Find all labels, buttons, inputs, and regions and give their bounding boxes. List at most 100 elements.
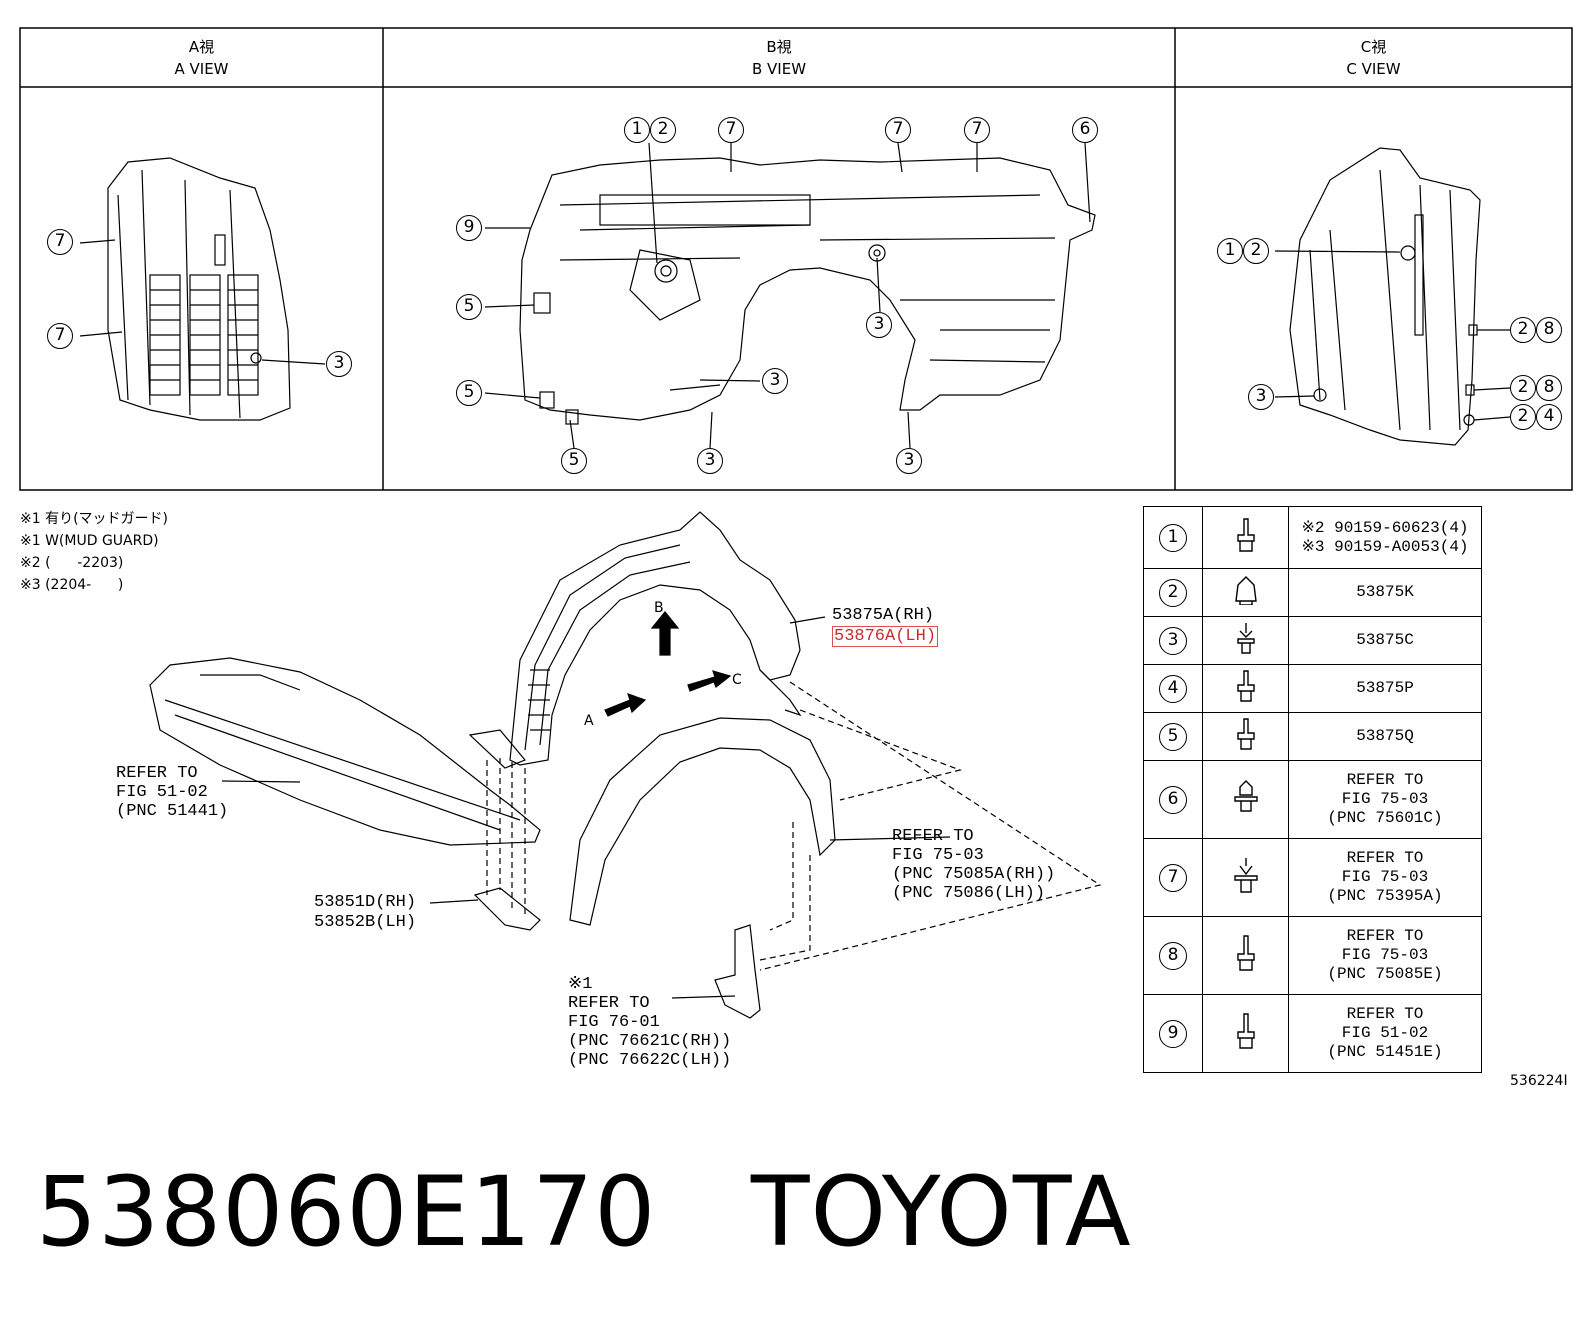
note-line: ※3 (2204- )	[20, 577, 124, 593]
legend-number: 2	[1159, 578, 1187, 607]
a-view-heading: A視 A VIEW	[20, 36, 383, 80]
b-view-en: B VIEW	[751, 60, 807, 78]
under-cover	[149, 657, 541, 846]
b-view-callout: 3	[896, 448, 922, 474]
legend-row: 5 53875Q	[1143, 712, 1482, 761]
note-line: ※1 有り(マッドガード)	[20, 511, 169, 527]
legend-text: REFER TO FIG 75-03 (PNC 75085E)	[1288, 916, 1482, 995]
legend-row: 2 53875K	[1143, 568, 1482, 617]
brand-name: TOYOTA	[750, 1156, 1132, 1268]
c-view-callout: 8	[1536, 375, 1562, 401]
b-view-callout: 3	[762, 368, 788, 394]
c-view-callout: 2	[1510, 375, 1536, 401]
clip-icon	[1236, 623, 1255, 654]
a-view-jp: A視	[188, 38, 215, 56]
c-view-jp: C視	[1360, 38, 1387, 56]
screw-icon	[1236, 670, 1255, 702]
b-view-jp: B視	[766, 38, 792, 56]
c-view-heading: C視 C VIEW	[1175, 36, 1572, 80]
b-view-callout: 7	[718, 117, 744, 143]
b-view-callout: 5	[456, 380, 482, 406]
seal-rh-label: 53851D(RH)	[314, 893, 417, 912]
c-view-callout: 2	[1243, 238, 1269, 264]
c-view-callout: 8	[1536, 317, 1562, 343]
liner-lh-label: 53876A(LH)	[832, 626, 939, 647]
c-view-callout: 3	[1248, 384, 1274, 410]
arrow-b-label: B	[654, 600, 664, 616]
legend-row: 8 REFER TO FIG 75-03 (PNC 75085E)	[1143, 916, 1482, 995]
b-view-callout: 2	[650, 117, 676, 143]
legend-number: 1	[1159, 523, 1187, 552]
b-view-drawing	[484, 142, 1096, 449]
b-view-callout: 3	[697, 448, 723, 474]
refer-51-02-label: REFER TO FIG 51-02 (PNC 51441)	[116, 764, 229, 821]
b-view-callout: 3	[866, 312, 892, 338]
c-view-callout: 1	[1217, 238, 1243, 264]
a-view-en: A VIEW	[174, 60, 229, 78]
legend-row: 3 53875C	[1143, 616, 1482, 665]
notes: ※1 有り(マッドガード) ※1 W(MUD GUARD) ※2 ( -2203…	[20, 508, 168, 596]
figure-id: 536224I	[1510, 1073, 1568, 1089]
nut-icon	[1234, 576, 1257, 606]
legend-row: 9 REFER TO FIG 51-02 (PNC 51451E)	[1143, 994, 1482, 1073]
views-frame	[19, 27, 1573, 491]
c-view-en: C VIEW	[1346, 60, 1401, 78]
legend-text: 53875K	[1288, 568, 1482, 617]
note-line: ※1 W(MUD GUARD)	[20, 533, 159, 549]
legend-number: 9	[1159, 1019, 1187, 1048]
legend-row: 6 REFER TO FIG 75-03 (PNC 75601C)	[1143, 760, 1482, 839]
mud-guard-mark: ※1	[568, 975, 593, 994]
legend-number: 7	[1159, 863, 1187, 892]
b-view-callout: 5	[561, 448, 587, 474]
exploded-diagram	[149, 511, 1102, 1019]
b-view-callout: 7	[964, 117, 990, 143]
legend-text: REFER TO FIG 75-03 (PNC 75395A)	[1288, 838, 1482, 917]
c-view-callout: 4	[1536, 404, 1562, 430]
b-view-callout: 5	[456, 294, 482, 320]
push-clip-icon	[1233, 780, 1258, 812]
refer-76-01-label: REFER TO FIG 76-01 (PNC 76621C(RH)) (PNC…	[568, 994, 732, 1070]
part-title: 538060E170 TOYOTA	[36, 1162, 1132, 1262]
legend-number: 4	[1159, 674, 1187, 703]
mud-guard	[714, 924, 761, 1019]
arrow-a-label: A	[584, 713, 594, 729]
screw-icon	[1236, 718, 1255, 750]
a-view-callout: 7	[47, 229, 73, 255]
legend-number: 5	[1159, 722, 1187, 751]
legend-text: 53875Q	[1288, 712, 1482, 761]
legend-text: 53875P	[1288, 664, 1482, 713]
push-clip-icon	[1233, 858, 1258, 893]
legend-row: 4 53875P	[1143, 664, 1482, 713]
refer-75-03-label: REFER TO FIG 75-03 (PNC 75085A(RH)) (PNC…	[892, 827, 1056, 903]
legend-text: REFER TO FIG 75-03 (PNC 75601C)	[1288, 760, 1482, 839]
b-view-callout: 9	[456, 215, 482, 241]
b-view-callout: 1	[624, 117, 650, 143]
fender-liner	[509, 511, 801, 766]
liner-lh-highlight: 53876A(LH)	[832, 626, 939, 647]
arch-molding	[569, 717, 836, 926]
c-view-callout: 2	[1510, 404, 1536, 430]
liner-rh-label: 53875A(RH)	[832, 606, 935, 625]
a-view-callout: 7	[47, 323, 73, 349]
b-view-callout: 7	[885, 117, 911, 143]
legend-text: REFER TO FIG 51-02 (PNC 51451E)	[1288, 994, 1482, 1073]
bolt-icon	[1236, 1013, 1255, 1049]
note-line: ※2 ( -2203)	[20, 555, 124, 571]
legend-number: 8	[1159, 941, 1187, 970]
part-number: 538060E170	[36, 1156, 657, 1268]
legend-number: 3	[1159, 626, 1187, 655]
a-view-callout: 3	[326, 351, 352, 377]
bolt-icon	[1236, 518, 1255, 552]
legend-row: 1 ※2 90159-60623(4) ※3 90159-A0053(4)	[1143, 506, 1482, 569]
arrow-c-label: C	[732, 672, 742, 688]
seal-lh-label: 53852B(LH)	[314, 913, 417, 932]
c-view-callout: 2	[1510, 317, 1536, 343]
legend-number: 6	[1159, 785, 1187, 814]
legend-row: 7 REFER TO FIG 75-03 (PNC 75395A)	[1143, 838, 1482, 917]
legend-text: 53875C	[1288, 616, 1482, 665]
fastener-legend: 1 ※2 90159-60623(4) ※3 90159-A0053(4) 2 …	[1143, 506, 1482, 1073]
legend-text: ※2 90159-60623(4) ※3 90159-A0053(4)	[1288, 506, 1482, 569]
b-view-callout: 6	[1072, 117, 1098, 143]
c-view-drawing	[1274, 147, 1511, 446]
b-view-heading: B視 B VIEW	[383, 36, 1175, 80]
